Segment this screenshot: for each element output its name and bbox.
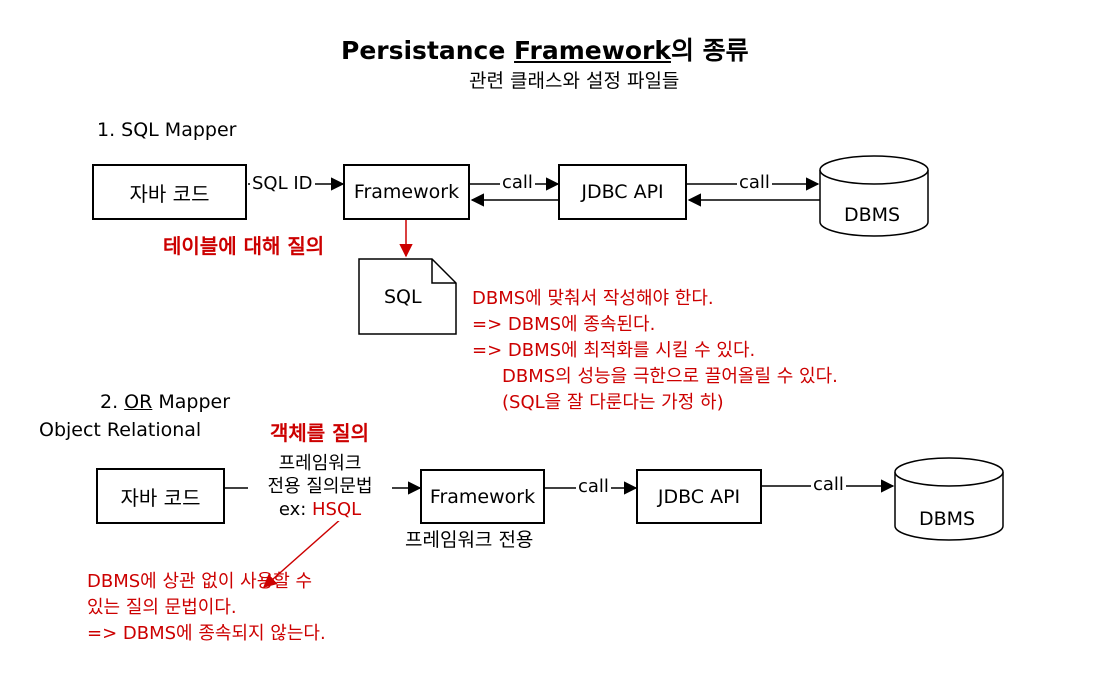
jdbc-api-label: JDBC API (581, 181, 664, 203)
or-heading-or: OR (124, 391, 153, 413)
call-label-4: call (811, 474, 846, 495)
dbms-label-1: DBMS (844, 204, 901, 226)
framework-label: Framework (353, 181, 460, 203)
call-label-3: call (576, 476, 611, 497)
title-part-2: Framework (514, 36, 671, 65)
hsql-to-note-arrow (262, 517, 343, 588)
framework-label-2: Framework (429, 485, 536, 508)
object-relational-label: Object Relational (39, 419, 202, 441)
sql-document-label: SQL (384, 286, 422, 308)
sql-note-line: DBMS에 맞춰서 작성해야 한다. (472, 288, 714, 309)
sql-mapper-notes: DBMS에 맞춰서 작성해야 한다. => DBMS에 종속된다. => DBM… (472, 286, 838, 416)
java-code-label: 자바 코드 (129, 181, 210, 206)
java-code-label-2: 자바 코드 (120, 485, 201, 510)
hsql-label: HSQL (312, 499, 362, 520)
jdbc-api-box-2: JDBC API (636, 469, 762, 524)
lang-line: 프레임워크 (278, 453, 362, 474)
or-mapper-notes: DBMS에 상관 없이 사용할 수 있는 질의 문법이다. => DBMS에 종… (87, 569, 326, 647)
framework-box-2: Framework (420, 469, 545, 524)
dbms-label-2: DBMS (919, 508, 976, 530)
java-code-box: 자바 코드 (92, 164, 247, 220)
sql-note-line: => DBMS에 최적화를 시킬 수 있다. (472, 340, 756, 361)
subtitle: 관련 클래스와 설정 파일들 (469, 70, 680, 92)
or-note-line: 있는 질의 문법이다. (87, 597, 237, 618)
java-code-box-2: 자바 코드 (96, 468, 225, 524)
sql-note-line: => DBMS에 종속된다. (472, 314, 656, 335)
or-mapper-heading: 2. OR Mapper (100, 393, 230, 412)
call-label-2: call (737, 172, 772, 193)
title-part-3: 의 종류 (670, 36, 749, 65)
sql-note-line: (SQL을 잘 다룬다는 가정 하) (502, 392, 724, 413)
or-heading-suffix: Mapper (152, 391, 231, 413)
sql-id-label: SQL ID (250, 173, 315, 194)
framework-box: Framework (343, 164, 470, 220)
or-note-line: => DBMS에 종속되지 않는다. (87, 623, 326, 644)
framework-caption: 프레임워크 전용 (405, 529, 534, 551)
query-language-label: 프레임워크 전용 질의문법 ex: HSQL (248, 452, 392, 521)
lang-ex-prefix: ex: (278, 499, 313, 520)
page-title: Persistance Framework의 종류 (341, 38, 749, 63)
dbms-cylinder-2 (894, 457, 1004, 541)
object-query-label: 객체를 질의 (270, 421, 369, 445)
lang-example: ex: HSQL (248, 498, 392, 521)
table-query-label: 테이블에 대해 질의 (163, 234, 325, 258)
sql-mapper-heading: 1. SQL Mapper (97, 119, 237, 141)
or-note-line: DBMS에 상관 없이 사용할 수 (87, 571, 313, 592)
title-part-1: Persistance (341, 36, 515, 65)
or-heading-prefix: 2. (100, 391, 125, 413)
jdbc-api-label-2: JDBC API (657, 485, 741, 508)
sql-note-line: DBMS의 성능을 극한으로 끌어올릴 수 있다. (502, 366, 838, 387)
dbms-cylinder-1 (819, 155, 929, 237)
sql-document-shape (358, 258, 457, 335)
lang-line: 전용 질의문법 (267, 476, 373, 497)
call-label-1: call (500, 172, 535, 193)
jdbc-api-box: JDBC API (558, 164, 687, 220)
